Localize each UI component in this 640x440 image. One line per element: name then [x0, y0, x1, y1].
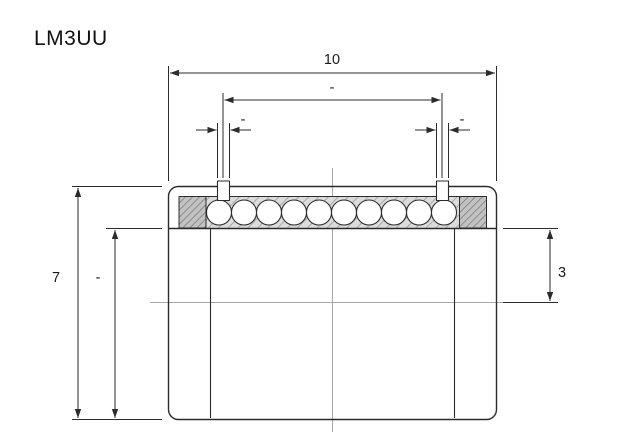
part-number-title: LM3UU [34, 27, 108, 50]
dim-groove-left-label: - [241, 112, 246, 128]
dimension-labels: 10 - - - 7 - 3 [52, 52, 566, 286]
bearing-body [167, 180, 498, 421]
dim-groove-right-label: - [460, 112, 465, 128]
ball [255, 199, 283, 226]
dim-inner-left-label: - [96, 270, 101, 286]
dim-ring-span-label: - [330, 80, 335, 96]
ball-row [205, 199, 458, 226]
ball [330, 199, 358, 226]
seal-right [459, 196, 487, 229]
dim-outer-diameter-label: 7 [52, 270, 60, 286]
dim-overall-length-label: 10 [324, 52, 340, 68]
ball [205, 199, 233, 226]
ball [305, 199, 333, 226]
ball [280, 199, 308, 226]
retaining-ring-right [435, 180, 450, 202]
dimension-lines [72, 66, 558, 420]
ball [380, 199, 408, 226]
outer-outline [167, 185, 498, 421]
retaining-ring-left [216, 180, 231, 202]
ball [405, 199, 433, 226]
seal-left [178, 196, 207, 229]
dim-bore-diameter-label: 3 [558, 265, 566, 281]
ball [430, 199, 458, 226]
ball [230, 199, 258, 226]
ball [355, 199, 383, 226]
